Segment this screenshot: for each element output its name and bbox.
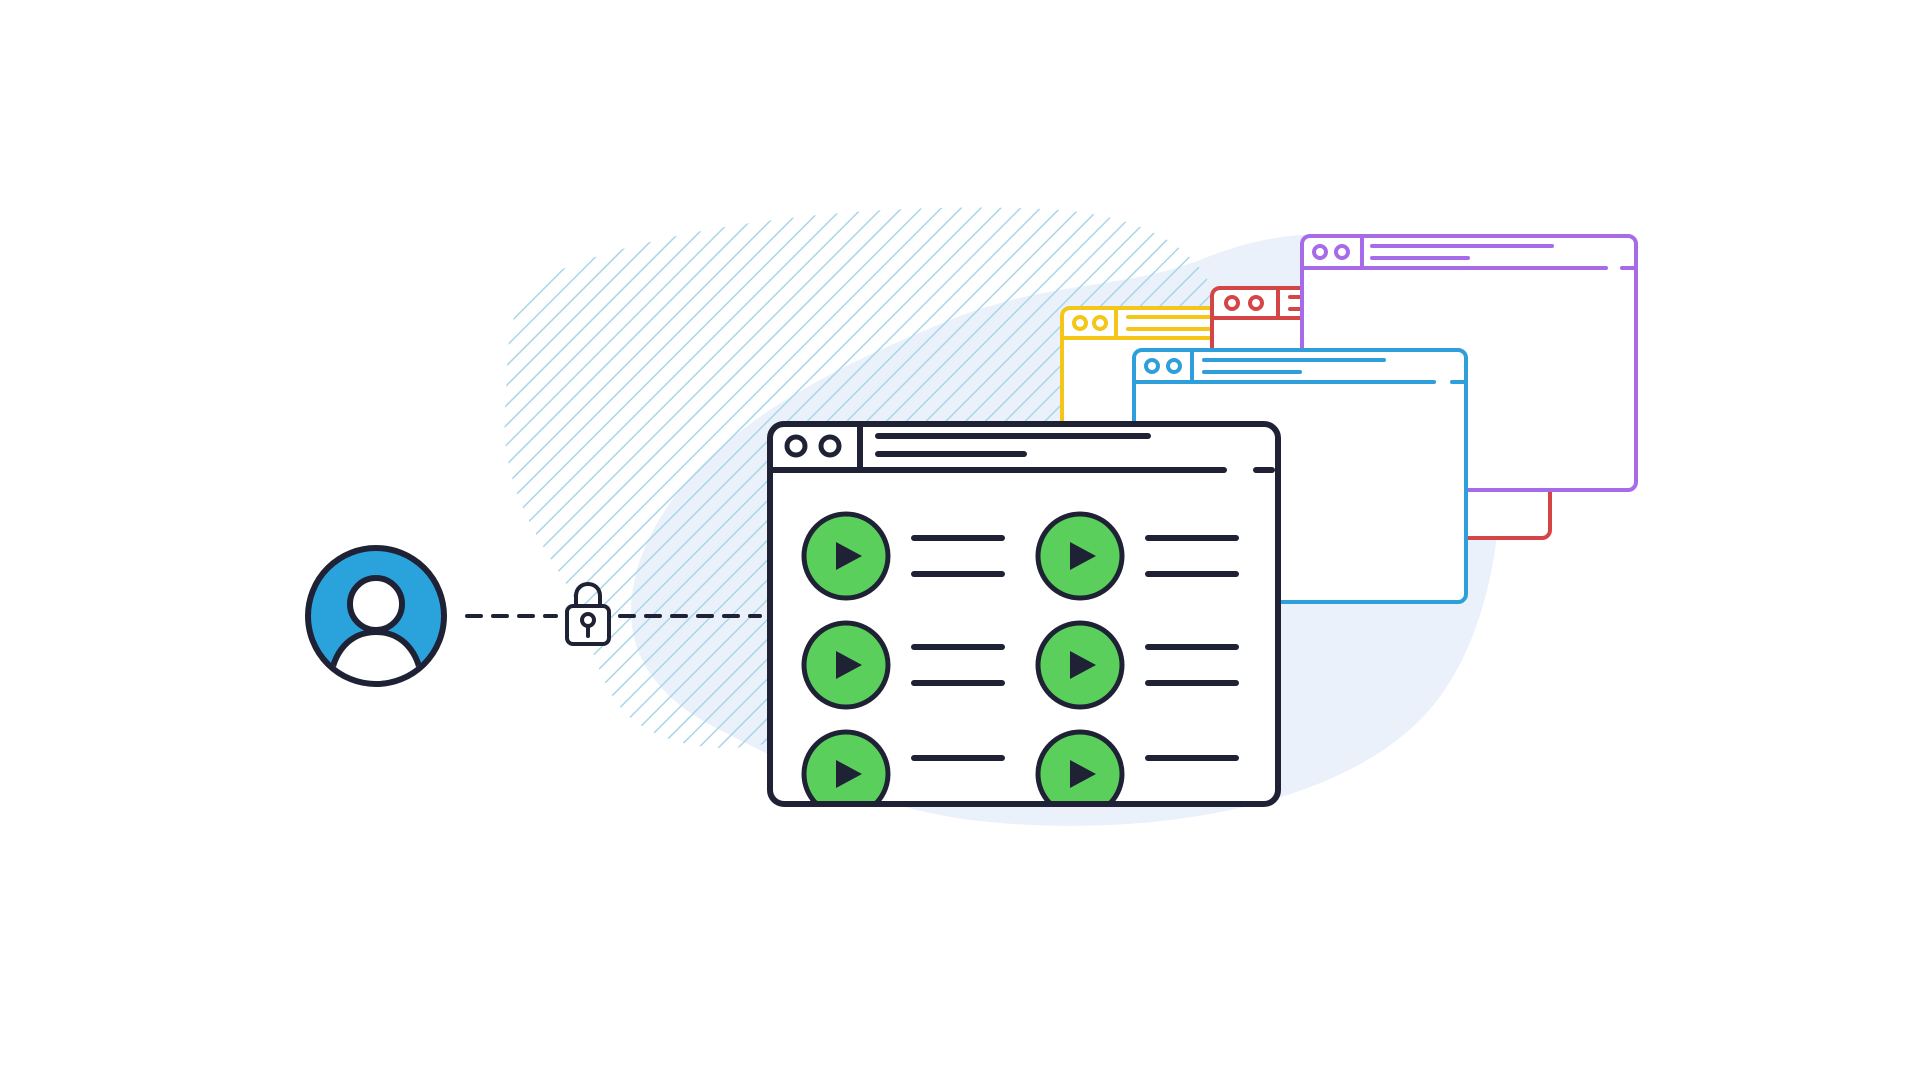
video-item[interactable] (801, 620, 1005, 710)
video-item[interactable] (1035, 620, 1239, 710)
play-icon (1070, 760, 1096, 788)
play-icon (836, 760, 862, 788)
play-icon (836, 651, 862, 679)
main-browser-window (767, 421, 1281, 816)
user-avatar-icon (305, 545, 447, 687)
play-icon (1070, 542, 1096, 570)
video-grid (801, 511, 1239, 816)
play-icon (836, 542, 862, 570)
video-item[interactable] (801, 511, 1005, 601)
video-item[interactable] (1035, 729, 1239, 816)
padlock-icon (565, 582, 611, 646)
video-item[interactable] (801, 729, 1005, 816)
video-item[interactable] (1035, 511, 1239, 601)
window-dot-2 (818, 434, 842, 458)
play-icon (1070, 651, 1096, 679)
window-controls (784, 434, 842, 458)
window-dot-1 (784, 434, 808, 458)
